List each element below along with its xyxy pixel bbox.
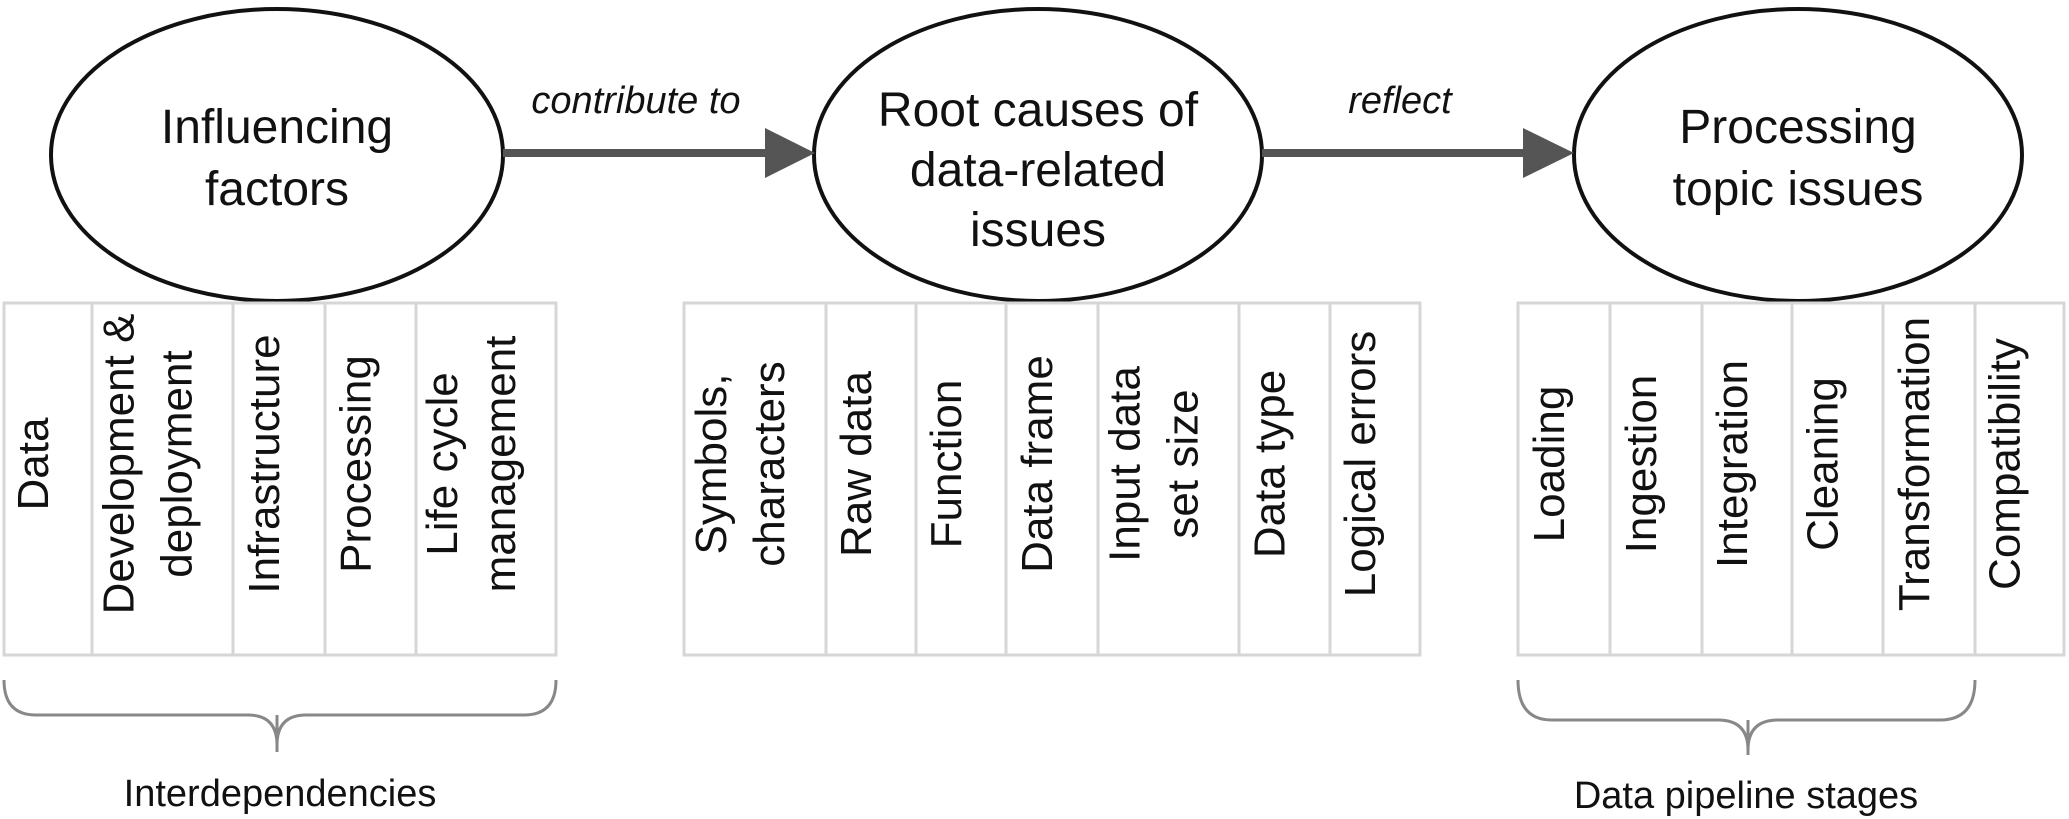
processing-cell xyxy=(1700,301,1794,657)
influencing-cell-label: Infrastructure xyxy=(240,334,289,593)
node-processing-topic-issues: Processing topic issues xyxy=(1572,7,2024,303)
brace-data-pipeline-stages: Data pipeline stages xyxy=(1516,679,1977,817)
edge-contribute-to: contribute to xyxy=(503,80,815,178)
influencing-cell xyxy=(231,301,327,657)
node-root-causes-line-2: data-related xyxy=(910,144,1166,197)
node-root-causes: Root causes of data-related issues xyxy=(812,7,1264,303)
edge-reflect-label: reflect xyxy=(1348,80,1453,122)
root-causes-cell xyxy=(824,301,918,657)
influencing-cell-label: deployment xyxy=(153,350,202,577)
processing-cell-label: Compatibility xyxy=(1981,338,2030,590)
processing-cell-label: Cleaning xyxy=(1799,377,1848,551)
root-causes-cell-label: characters xyxy=(745,361,794,566)
node-influencing-factors: Influencing factors xyxy=(49,7,505,303)
processing-cell xyxy=(1973,301,2066,657)
root-causes-cell-label: Logical errors xyxy=(1336,331,1385,598)
influencing-cell xyxy=(90,301,235,657)
node-influencing-factors-line-1: Influencing xyxy=(161,101,393,154)
root-causes-cell xyxy=(1328,301,1422,657)
influencing-cell-label: Development & xyxy=(95,314,144,615)
influencing-cell xyxy=(414,301,558,657)
root-causes-table: Symbols,characters Raw data Function Data f… xyxy=(682,301,1422,657)
brace-interdependencies: Interdependencies xyxy=(2,679,558,815)
processing-cell-label: Integration xyxy=(1708,360,1757,568)
influencing-cell-label: Processing xyxy=(332,355,381,573)
processing-cell-label: Ingestion xyxy=(1617,375,1666,554)
influencing-cell-label: management xyxy=(476,336,525,593)
influencing-factors-table: Data Development &deployment Infrastructur… xyxy=(2,301,558,657)
brace-interdependencies-label: Interdependencies xyxy=(124,773,437,815)
processing-cell xyxy=(1516,301,1612,657)
root-causes-cell-label: Symbols, xyxy=(687,374,736,555)
brace-data-pipeline-stages-label: Data pipeline stages xyxy=(1574,775,1918,817)
processing-cell xyxy=(1881,301,1977,657)
edge-contribute-to-label: contribute to xyxy=(531,80,740,122)
root-causes-cell-label: Data type xyxy=(1246,370,1295,558)
root-causes-cell xyxy=(682,301,828,657)
root-causes-cell-label: Function xyxy=(922,380,971,549)
node-root-causes-line-1: Root causes of xyxy=(878,84,1199,137)
processing-stages-table: Loading Ingestion Integration Cleaning Trans… xyxy=(1516,301,2066,657)
root-causes-cell-label: Data frame xyxy=(1013,355,1062,573)
node-processing-line-2: topic issues xyxy=(1673,163,1924,216)
root-causes-cell-label: set size xyxy=(1159,389,1208,538)
influencing-cell xyxy=(2,301,94,657)
processing-cell xyxy=(1790,301,1885,657)
root-causes-cell xyxy=(1004,301,1100,657)
root-causes-cell-label: Raw data xyxy=(832,371,881,557)
root-causes-cell xyxy=(1237,301,1332,657)
processing-cell-label: Transformation xyxy=(1890,317,1939,611)
node-influencing-factors-line-2: factors xyxy=(205,163,349,216)
node-root-causes-line-3: issues xyxy=(970,204,1106,257)
edge-reflect: reflect xyxy=(1262,80,1574,178)
node-processing-line-1: Processing xyxy=(1679,101,1916,154)
root-causes-cell-label: Input data xyxy=(1101,366,1150,562)
influencing-cell-label: Life cycle xyxy=(418,372,467,555)
processing-cell-label: Loading xyxy=(1525,386,1574,543)
influencing-cell-label: Data xyxy=(9,417,58,510)
